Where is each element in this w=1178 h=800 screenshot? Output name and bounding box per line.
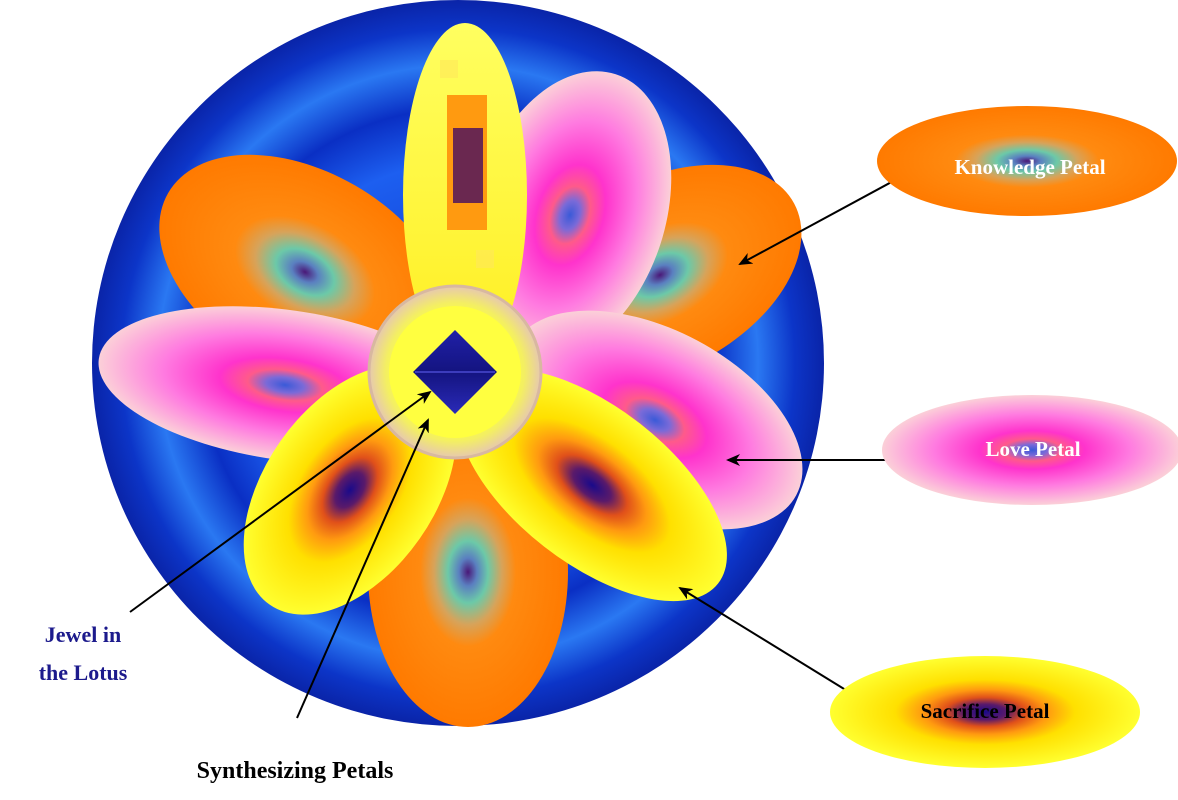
label-love-petal: Love Petal: [985, 437, 1080, 461]
label-jewel-line2: the Lotus: [39, 660, 128, 685]
label-sacrifice-petal: Sacrifice Petal: [921, 699, 1050, 723]
label-synthesizing-petals: Synthesizing Petals: [197, 758, 394, 784]
arrow-sacrifice: [680, 588, 862, 700]
label-knowledge-petal: Knowledge Petal: [954, 155, 1105, 179]
label-jewel-line1: Jewel in: [45, 622, 121, 647]
